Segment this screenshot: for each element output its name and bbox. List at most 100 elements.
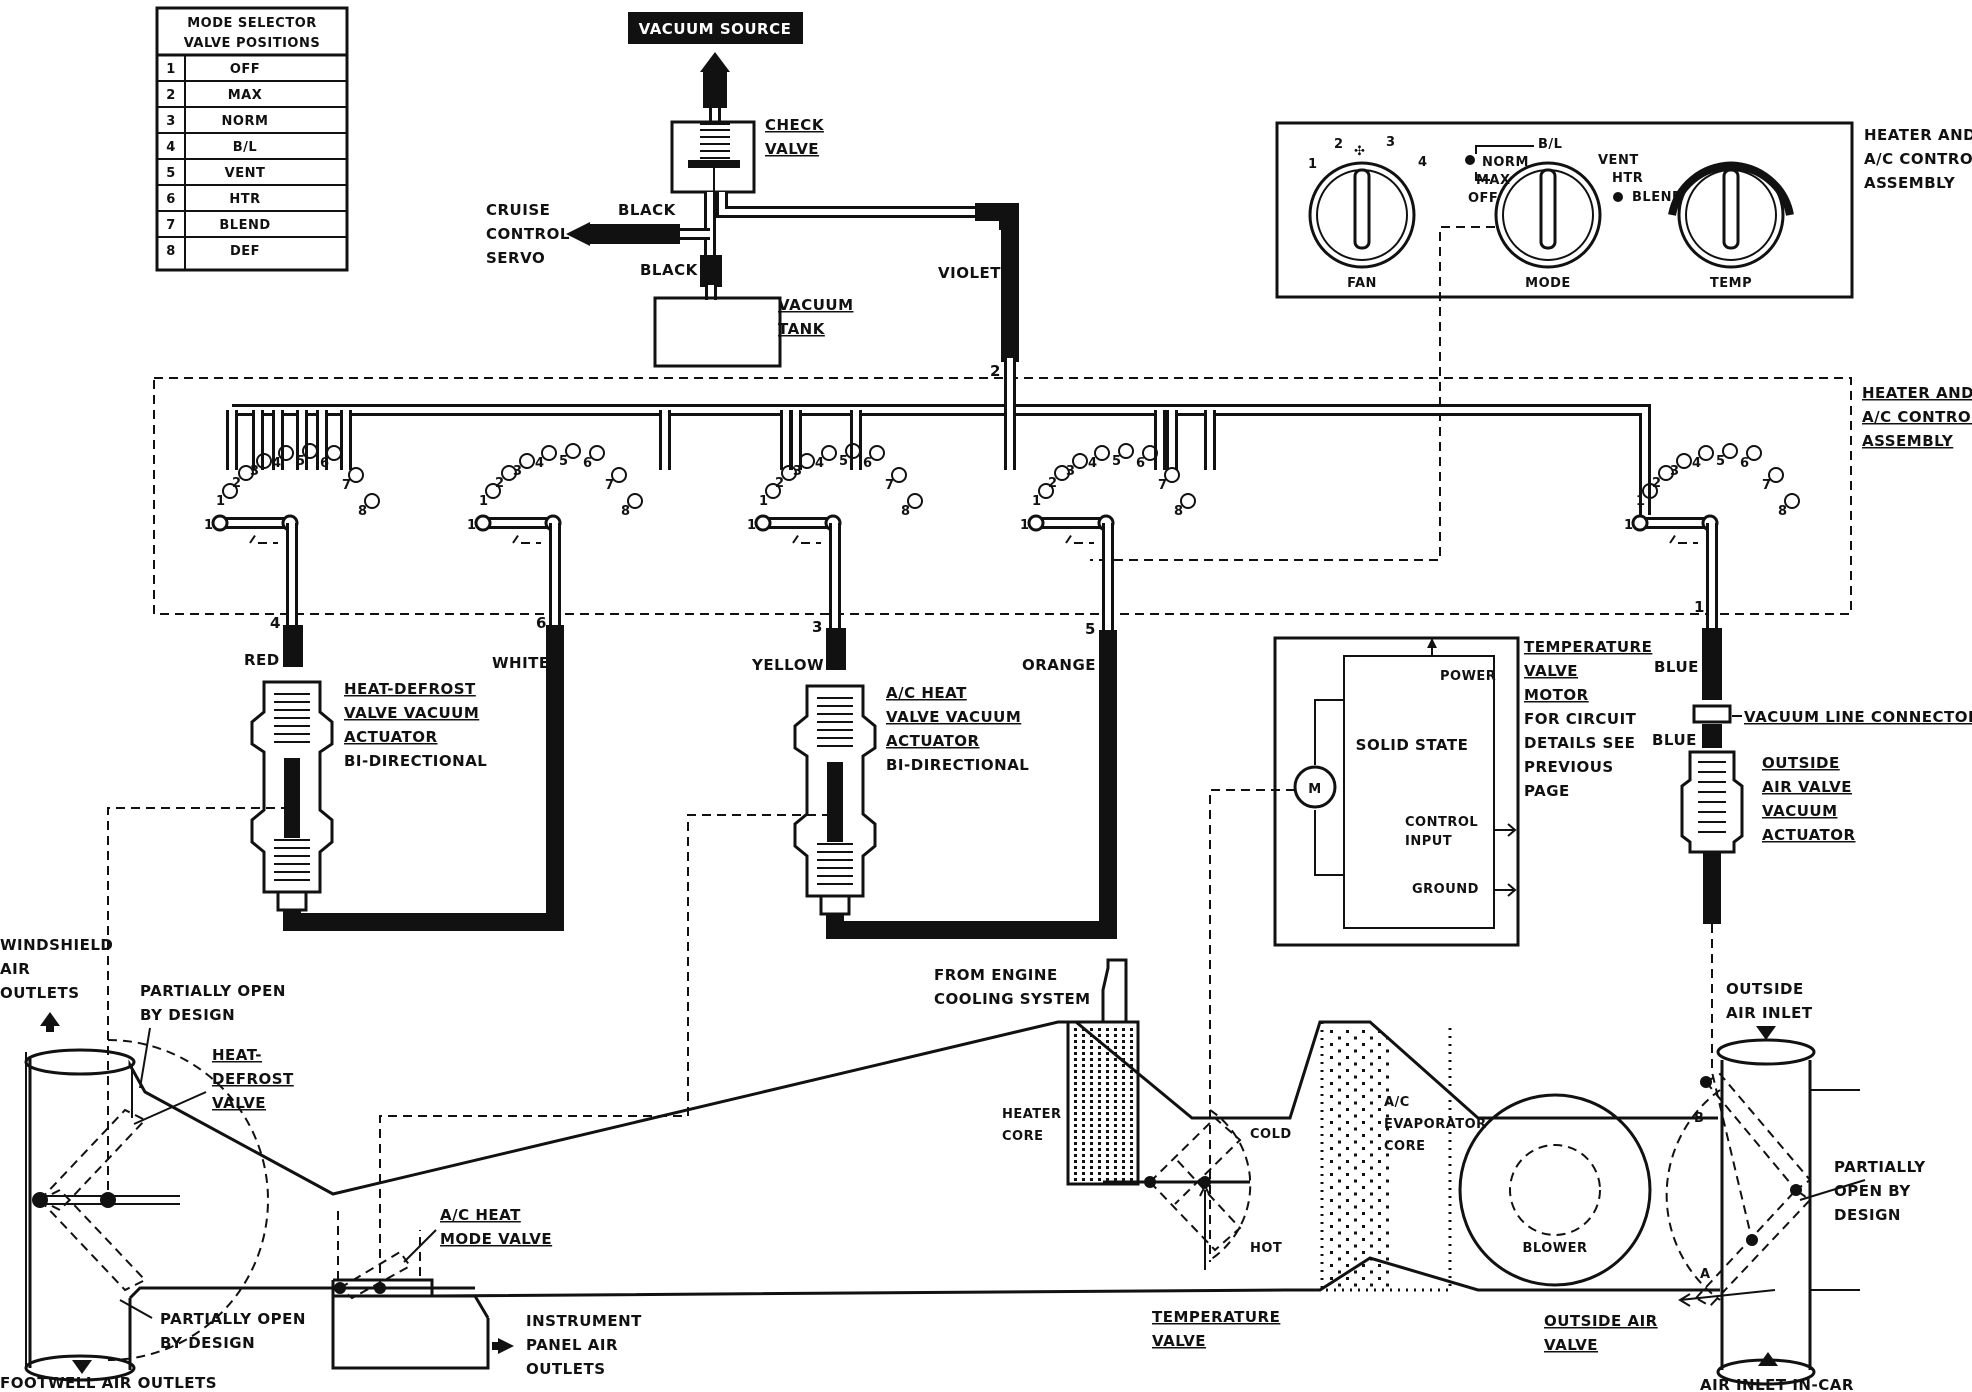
mode-max: MAX bbox=[1476, 173, 1511, 188]
port-number: 1 bbox=[747, 518, 757, 533]
windshield-label-3: OUTLETS bbox=[0, 984, 80, 1002]
letter-a: A bbox=[1700, 1267, 1711, 1282]
evaporator-label-2: EVAPORATOR bbox=[1384, 1117, 1487, 1132]
mode-row-num: 7 bbox=[166, 218, 176, 233]
mode-row-name: OFF bbox=[230, 62, 260, 77]
heat-defrost-valve-label-1: HEAT- bbox=[212, 1046, 262, 1064]
evaporator-label-3: CORE bbox=[1384, 1139, 1425, 1154]
duct-labels: WINDSHIELD AIR OUTLETS PARTIALLY OPEN BY… bbox=[0, 936, 1926, 1392]
fan-knob[interactable] bbox=[1308, 161, 1416, 269]
check-valve-label-1: CHECK bbox=[765, 116, 825, 134]
partially-open-bottom-2: BY DESIGN bbox=[160, 1334, 255, 1352]
port-number: 3 bbox=[513, 464, 523, 479]
temp-motor-desc-line: TEMPERATURE bbox=[1524, 638, 1652, 656]
violet-hose bbox=[975, 203, 1019, 362]
heater-core-label-1: HEATER bbox=[1002, 1107, 1062, 1122]
vacuum-tank bbox=[653, 296, 782, 368]
mode-htr: HTR bbox=[1612, 171, 1643, 186]
mode-knob[interactable] bbox=[1494, 161, 1602, 269]
instrument-label-1: INSTRUMENT bbox=[526, 1312, 642, 1330]
cruise-label-2: CONTROL bbox=[486, 225, 570, 243]
partially-open-right-1: PARTIALLY bbox=[1834, 1158, 1926, 1176]
blue-label-2: BLUE bbox=[1652, 731, 1697, 749]
outside-inlet-arrow-icon bbox=[1756, 1026, 1776, 1040]
panel-label-3: ASSEMBLY bbox=[1864, 174, 1956, 192]
mode-row-num: 5 bbox=[166, 166, 176, 181]
mode-row-num: 2 bbox=[166, 88, 176, 103]
partially-open-bottom-1: PARTIALLY OPEN bbox=[160, 1310, 306, 1328]
yellow-num: 3 bbox=[812, 618, 823, 636]
temp-motor-desc-line: PREVIOUS bbox=[1524, 758, 1614, 776]
vacuum-source-arrow-icon bbox=[700, 52, 730, 72]
temp-motor-desc-line: VALVE bbox=[1524, 662, 1578, 680]
partially-open-top-1: PARTIALLY OPEN bbox=[140, 982, 286, 1000]
control-input-label-1: CONTROL bbox=[1405, 815, 1478, 830]
instrument-arrow-icon bbox=[498, 1338, 514, 1354]
mode-table-title-1: MODE SELECTOR bbox=[187, 16, 317, 31]
port-number: 1 bbox=[479, 494, 489, 509]
vacuum-tank-label-2: TANK bbox=[778, 320, 826, 338]
mode-row-name: VENT bbox=[225, 166, 266, 181]
outside-air-actuator-label-3: VACUUM bbox=[1762, 802, 1838, 820]
port-number: 8 bbox=[358, 504, 368, 519]
port-number: 2 bbox=[495, 476, 505, 491]
outside-inlet-label-1: OUTSIDE bbox=[1726, 980, 1804, 998]
fan-icon: ✣ bbox=[1354, 144, 1365, 159]
panel-label-1: HEATER AND bbox=[1864, 126, 1972, 144]
temperature-valve-label-1: TEMPERATURE bbox=[1152, 1308, 1280, 1326]
windshield-label-1: WINDSHIELD bbox=[0, 936, 113, 954]
ac-heat-label-1: A/C HEAT bbox=[886, 684, 967, 702]
solid-state-label: SOLID STATE bbox=[1356, 736, 1469, 754]
port-number: 4 bbox=[1088, 456, 1098, 471]
temp-motor-desc-line: PAGE bbox=[1524, 782, 1570, 800]
port-number: 2 bbox=[1652, 476, 1662, 491]
from-engine-label-2: COOLING SYSTEM bbox=[934, 990, 1091, 1008]
port-number: 3 bbox=[1670, 464, 1680, 479]
windshield-label-2: AIR bbox=[0, 960, 30, 978]
assembly-label-3: ASSEMBLY bbox=[1862, 432, 1954, 450]
hoses: 4 RED 6 WHITE 3 YELLOW 5 ORANGE 1 BLUE B… bbox=[244, 530, 1732, 939]
motor-icon bbox=[1293, 765, 1337, 809]
heat-defrost-actuator bbox=[250, 680, 334, 912]
control-panel: FAN 1 2 3 4 ✣ MODE B/L NORM MAX OFF VENT… bbox=[1090, 121, 1972, 561]
outside-air-actuator-label-4: ACTUATOR bbox=[1762, 826, 1856, 844]
outside-air-actuator-label-1: OUTSIDE bbox=[1762, 754, 1840, 772]
white-num: 6 bbox=[536, 614, 547, 632]
port-number: 7 bbox=[342, 478, 352, 493]
ac-heat-actuator bbox=[793, 684, 877, 916]
port-number: 5 bbox=[559, 454, 569, 469]
mode-row-name: NORM bbox=[222, 114, 269, 129]
port-number: 2 bbox=[232, 476, 242, 491]
ac-heat-label-2: VALVE VACUUM bbox=[886, 708, 1021, 726]
port-number: 5 bbox=[296, 454, 306, 469]
port-number: 5 bbox=[1112, 454, 1122, 469]
mode-row-name: DEF bbox=[230, 244, 260, 259]
partially-open-right-2: OPEN BY bbox=[1834, 1182, 1911, 1200]
vacuum-source-label: VACUUM SOURCE bbox=[639, 20, 792, 38]
mode-row-name: B/L bbox=[233, 140, 257, 155]
from-engine-label-1: FROM ENGINE bbox=[934, 966, 1058, 984]
partially-open-right-3: DESIGN bbox=[1834, 1206, 1901, 1224]
port-number: 6 bbox=[1136, 456, 1146, 471]
mode-table-title-2: VALVE POSITIONS bbox=[184, 36, 320, 51]
mode-row-num: 8 bbox=[166, 244, 176, 259]
mode-blend: BLEND bbox=[1632, 190, 1683, 205]
footwell-label: FOOTWELL AIR OUTLETS bbox=[0, 1374, 217, 1392]
mode-off: OFF bbox=[1468, 191, 1498, 206]
port-number: 3 bbox=[793, 464, 803, 479]
port-number: 8 bbox=[901, 504, 911, 519]
port-number: 4 bbox=[815, 456, 825, 471]
port-number: 7 bbox=[1762, 478, 1772, 493]
port-number: 1 bbox=[759, 494, 769, 509]
mode-row-num: 3 bbox=[166, 114, 176, 129]
heat-defrost-valve-label-3: VALVE bbox=[212, 1094, 266, 1112]
outside-air-valve-label-1: OUTSIDE AIR bbox=[1544, 1312, 1658, 1330]
orange-num: 5 bbox=[1085, 620, 1096, 638]
mode-row-num: 1 bbox=[166, 62, 176, 77]
